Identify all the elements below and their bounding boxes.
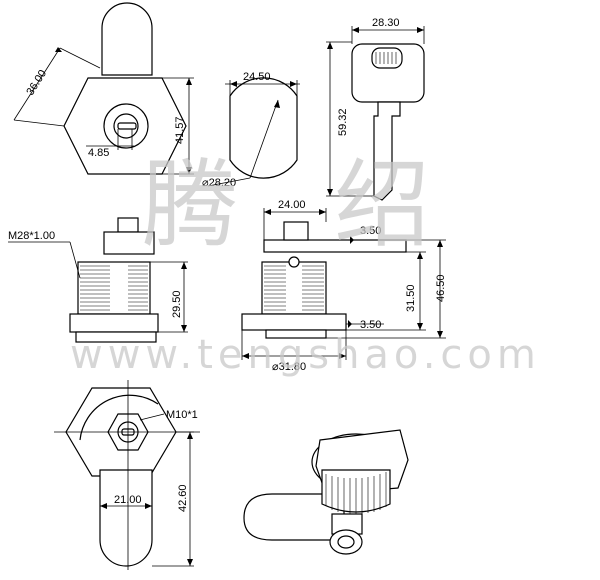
dim-cam-length: 42.60 xyxy=(177,484,189,512)
dim-cam-width-bottom: 21.00 xyxy=(114,494,142,506)
dim-height: 41.57 xyxy=(174,116,186,144)
dim-diameter: ⌀28.20 xyxy=(202,177,236,189)
watermark-url: www.tengshao.com xyxy=(70,332,541,378)
dim-keyhole: 4.85 xyxy=(88,147,109,159)
dim-thread: M28*1.00 xyxy=(8,230,55,242)
dim-key-width: 28.30 xyxy=(372,17,400,29)
watermark-chinese-1: 腾 xyxy=(142,149,238,261)
dim-key-length: 59.32 xyxy=(337,108,349,136)
side-view-left: M28*1.00 29.50 xyxy=(8,217,188,343)
dim-cam-width: 24.50 xyxy=(243,71,271,83)
side-view-right: 24.00 3.50 31.50 46.50 3.50 ⌀31.80 xyxy=(241,199,447,373)
key-view: 59.32 28.30 xyxy=(326,17,425,201)
watermark-chinese-2: 绍 xyxy=(334,149,430,261)
dim-flange-diameter: ⌀31.80 xyxy=(272,361,306,373)
rear-view: M10*1 21.00 42.60 xyxy=(54,380,200,570)
dim-body-height: 29.50 xyxy=(171,290,183,318)
dim-hex-width: 36.00 xyxy=(24,68,49,98)
watermark: 腾 绍 www.tengshao.com xyxy=(70,149,541,378)
cam-end-view: 24.50 ⌀28.20 xyxy=(202,71,300,189)
dim-cam-offset: 31.50 xyxy=(405,284,417,312)
dim-cam-thickness-top: 3.50 xyxy=(360,225,381,237)
dim-total-height: 46.50 xyxy=(435,274,447,302)
isometric-view xyxy=(243,429,409,555)
dim-cam-thickness-bottom: 3.50 xyxy=(360,319,381,331)
dim-cam-width-side: 24.00 xyxy=(278,199,306,211)
dim-nut-thread: M10*1 xyxy=(166,409,198,421)
